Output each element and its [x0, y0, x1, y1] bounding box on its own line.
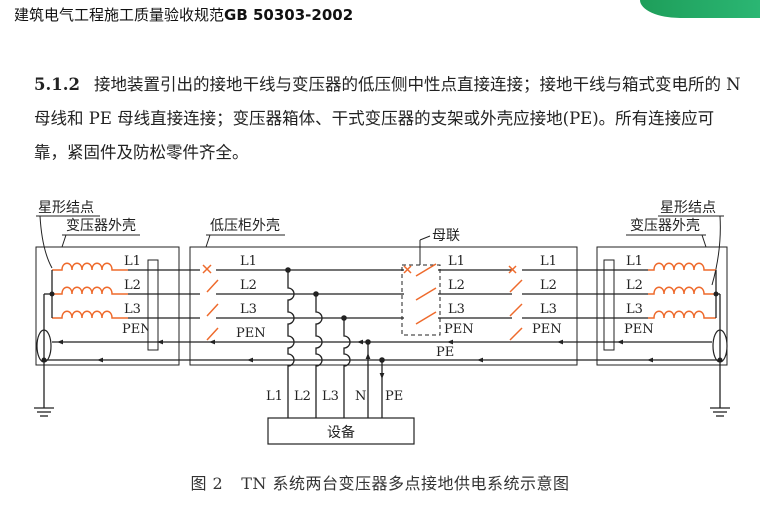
drop-l2-label: L2 — [294, 389, 311, 404]
left-star-point-label: 星形结点 — [38, 200, 94, 216]
lv-cabinet-housing — [189, 246, 578, 366]
bus-tie-switches — [403, 263, 437, 325]
right-l2-label: L2 — [626, 278, 643, 293]
left-star-point-leader — [39, 215, 53, 269]
rv-l2-label: L2 — [540, 278, 557, 293]
rv-pen-label: PEN — [532, 322, 562, 337]
lv-cabinet-label: 低压柜外壳 — [210, 217, 280, 234]
rv-l3-label: L3 — [540, 302, 557, 317]
right-earth-icon — [710, 407, 730, 417]
left-l1-label: L1 — [124, 254, 141, 269]
equipment-label: 设备 — [327, 424, 355, 441]
junction-dots — [41, 267, 723, 363]
tie-l1-label: L1 — [448, 254, 465, 269]
header-decoration-bar — [640, 0, 760, 18]
page-title-code: GB 50303-2002 — [224, 6, 354, 24]
tie-l3-label: L3 — [448, 302, 465, 317]
figure-caption: 图 2 TN 系统两台变压器多点接地供电系统示意图 — [0, 470, 760, 494]
lv-l2-label: L2 — [240, 278, 257, 293]
left-earth-icon — [34, 407, 54, 417]
clause-text: 接地装置引出的接地干线与变压器的低压侧中性点直接连接；接地干线与箱式变电所的 N… — [34, 75, 741, 162]
rv-l1-label: L1 — [540, 254, 557, 269]
left-transformer-windings — [43, 262, 128, 330]
drop-arrows — [365, 352, 385, 380]
clause-number: 5.1.2 — [34, 75, 80, 94]
right-transformer-housing — [596, 246, 728, 366]
left-l3-label: L3 — [124, 302, 141, 317]
lv-pen-label: PEN — [236, 326, 266, 341]
right-pen-label: PEN — [624, 322, 654, 337]
left-ground-electrode — [36, 329, 52, 408]
tie-l2-label: L2 — [448, 278, 465, 293]
page-title-cn: 建筑电气工程施工质量验收规范 — [14, 6, 225, 24]
lv-l1-label: L1 — [240, 254, 257, 269]
figure-caption-text: TN 系统两台变压器多点接地供电系统示意图 — [241, 474, 570, 493]
bus-tie-box — [401, 264, 441, 336]
left-pen-bar — [147, 259, 159, 351]
tie-pen-label: PEN — [444, 322, 474, 337]
right-l3-label: L3 — [626, 302, 643, 317]
drop-l3-label: L3 — [322, 389, 339, 404]
left-housing-label: 变压器外壳 — [66, 217, 136, 234]
right-breaker-switches — [508, 265, 523, 341]
right-l1-label: L1 — [626, 254, 643, 269]
lv-l3-label: L3 — [240, 302, 257, 317]
left-l2-label: L2 — [124, 278, 141, 293]
right-pen-bar — [603, 259, 615, 351]
left-pen-label: PEN — [122, 322, 152, 337]
left-transformer-housing — [35, 246, 180, 366]
pe-label: PE — [436, 345, 454, 360]
right-housing-label: 变压器外壳 — [630, 217, 700, 234]
page-title: 建筑电气工程施工质量验收规范GB 50303-2002 — [14, 4, 353, 25]
drop-l1-label: L1 — [266, 389, 283, 404]
right-ground-electrode — [712, 329, 728, 408]
bus-tie-label: 母联 — [432, 228, 460, 244]
right-star-point-label: 星形结点 — [660, 200, 716, 216]
drop-pe-label: PE — [385, 389, 403, 404]
drop-n-label: N — [355, 389, 366, 404]
right-transformer-windings — [648, 262, 721, 330]
right-star-point-leader — [711, 215, 721, 286]
left-breaker-switches — [202, 264, 219, 341]
equipment-box — [267, 417, 415, 445]
figure-number: 图 2 — [190, 474, 224, 493]
